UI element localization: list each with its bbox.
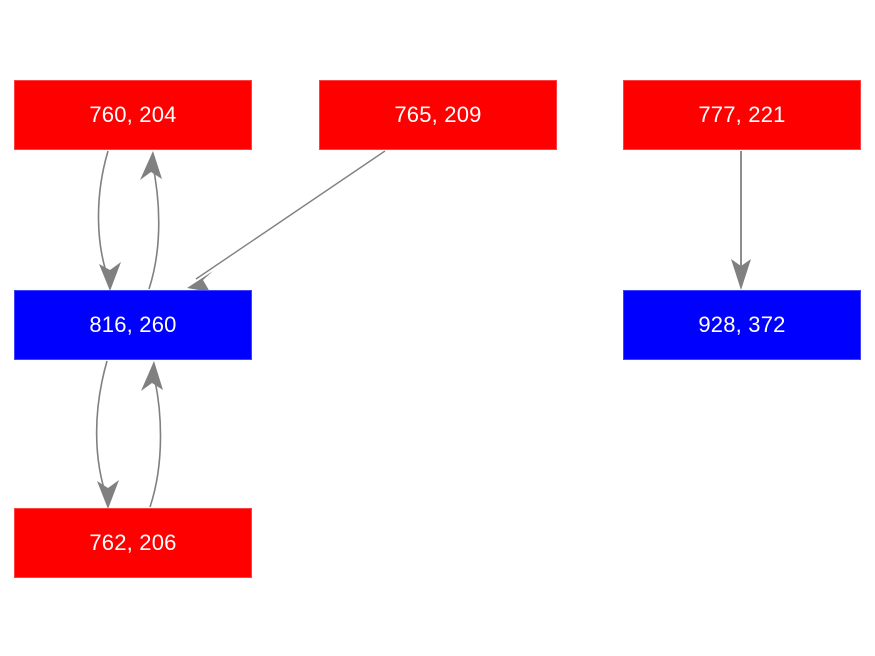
graph-node-label: 760, 204 [89,102,177,127]
graph-node-label: 777, 221 [698,102,786,127]
graph-node-label: 762, 206 [89,530,177,555]
edge-765-209-to-816-260 [195,150,386,280]
arrowhead-762-206-to-816-260 [141,361,163,391]
graph-node-label: 765, 209 [394,102,482,127]
edge-816-260-to-762-206 [95,360,109,502]
edge-762-206-to-816-260 [149,371,162,508]
graph-node-816-260[interactable]: 816, 260 [14,290,252,360]
arrowhead-760-204-to-816-260 [99,262,121,291]
arrowhead-816-260-to-760-204 [140,151,162,180]
graph-node-760-204[interactable]: 760, 204 [14,80,252,150]
graph-node-765-209[interactable]: 765, 209 [319,80,557,150]
graph-node-label: 928, 372 [698,312,786,337]
graph-node-777-221[interactable]: 777, 221 [623,80,861,150]
edge-816-260-to-760-204 [148,160,160,290]
graph-node-928-372[interactable]: 928, 372 [623,290,861,360]
graph-node-label: 816, 260 [89,312,177,337]
arrowhead-777-221-to-928-372 [731,259,751,290]
arrowhead-765-209-to-816-260 [187,271,213,292]
arrowhead-816-260-to-762-206 [97,480,119,509]
graph-node-762-206[interactable]: 762, 206 [14,508,252,578]
edge-760-204-to-816-260 [97,150,111,284]
